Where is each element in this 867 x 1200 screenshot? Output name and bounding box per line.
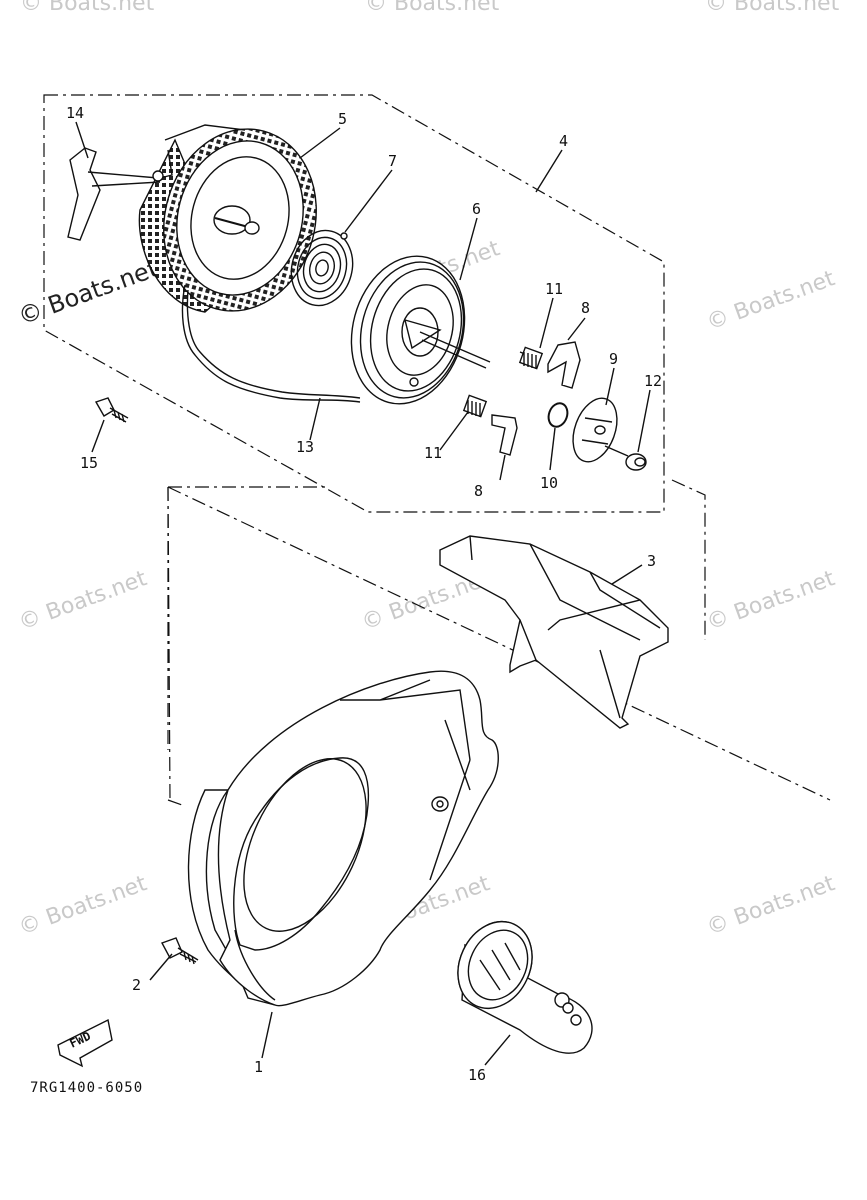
callout-8-lower: 8: [474, 482, 483, 500]
canister-16: [457, 920, 593, 1054]
callout-14: 14: [66, 104, 84, 122]
assembly-outline-upper: [43, 94, 665, 513]
mounting-bolt-2: [161, 937, 199, 965]
svg-text:© Boats.net: © Boats.net: [705, 0, 840, 16]
flywheel-cover: [187, 670, 499, 1007]
callout-8-upper: 8: [581, 299, 590, 317]
leader-lines: [75, 121, 651, 1066]
callout-15: 15: [80, 454, 98, 472]
callout-13: 13: [296, 438, 314, 456]
svg-text:© Boats.net: © Boats.net: [20, 0, 155, 16]
pawl-lower: [491, 414, 518, 456]
callout-labels: 14 5 7 6 4 11 8 9 12 10 11 8 13 15 3 2 1…: [66, 104, 662, 1084]
sheave-drum: [350, 255, 491, 405]
pawl-upper: [547, 341, 581, 389]
circlip: [547, 402, 569, 428]
callout-11-lower: 11: [424, 444, 442, 462]
callout-7: 7: [388, 152, 397, 170]
mounting-bolt-15: [94, 397, 129, 423]
callout-12: 12: [644, 372, 662, 390]
svg-text:© Boats.net: © Boats.net: [365, 0, 500, 16]
assembly-outline-lower: [167, 479, 831, 806]
callout-11-upper: 11: [545, 280, 563, 298]
svg-text:© Boats.net: © Boats.net: [16, 871, 151, 941]
callout-3: 3: [647, 552, 656, 570]
callout-1: 1: [254, 1058, 263, 1076]
starter-handle: [67, 147, 164, 241]
starter-cover: [439, 535, 669, 729]
drive-plate: [572, 397, 618, 463]
forward-arrow-icon: FWD: [57, 1018, 113, 1068]
pawl-spring-lower: [462, 394, 488, 418]
center-bolt: [604, 445, 647, 471]
watermark-left: © Boats.net: [14, 254, 161, 330]
callout-6: 6: [472, 200, 481, 218]
callout-9: 9: [609, 350, 618, 368]
diagram-code: 7RG1400-6050: [30, 1080, 143, 1096]
callout-2: 2: [132, 976, 141, 994]
starter-rope: [181, 284, 361, 403]
callout-5: 5: [338, 110, 347, 128]
starter-case: [138, 124, 317, 313]
callout-4: 4: [559, 132, 568, 150]
svg-text:© Boats.net: © Boats.net: [704, 266, 839, 336]
callout-16: 16: [468, 1066, 486, 1084]
spiral-spring: [290, 229, 354, 307]
pawl-spring-upper: [518, 346, 544, 370]
callout-10: 10: [540, 474, 558, 492]
svg-text:© Boats.net: © Boats.net: [704, 566, 839, 636]
svg-text:© Boats.net: © Boats.net: [16, 566, 151, 636]
svg-text:© Boats.net: © Boats.net: [704, 871, 839, 941]
